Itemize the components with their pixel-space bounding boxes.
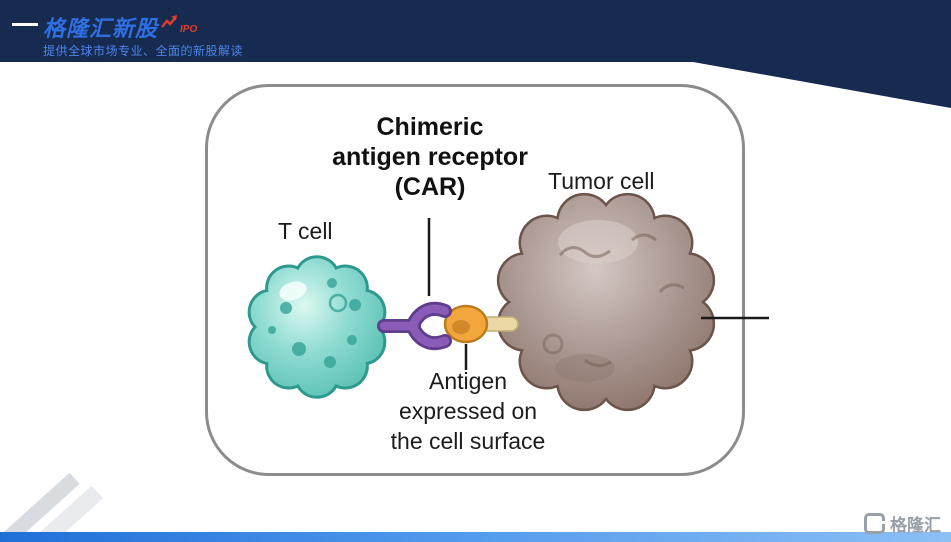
gelonghui-logo-icon [864,513,885,534]
diagram-title-line2: antigen receptor [332,143,528,171]
antigen-note-line2: expressed on [398,398,538,424]
diagram-title-line1: Chimeric [376,113,484,141]
corner-triangle-decoration [693,62,951,108]
brand-name: 格隆汇新股 [43,16,159,41]
header-banner [0,0,951,62]
diagram-title: Chimeric antigen receptor (CAR) [302,112,558,202]
brand-suffix: IPO [180,24,198,35]
stock-up-arrow-icon [161,15,178,28]
antigen-note-line1: Antigen [428,368,507,394]
bottom-gradient-bar [0,532,951,542]
watermark-text: 格隆汇 [890,516,941,535]
tumor-cell-label: Tumor cell [548,168,655,194]
brand-logo: 格隆汇新股 IPO [12,11,197,43]
antigen-note: Antigen expressed on the cell surface [352,366,584,456]
diagram-title-line3: (CAR) [394,173,466,201]
watermark: 格隆汇 [864,511,941,536]
brand-dash-decoration [12,23,38,26]
antigen-note-line3: the cell surface [390,428,546,454]
brand-tagline: 提供全球市场专业、全面的新股解读 [43,44,244,58]
t-cell-label: T cell [278,218,333,244]
